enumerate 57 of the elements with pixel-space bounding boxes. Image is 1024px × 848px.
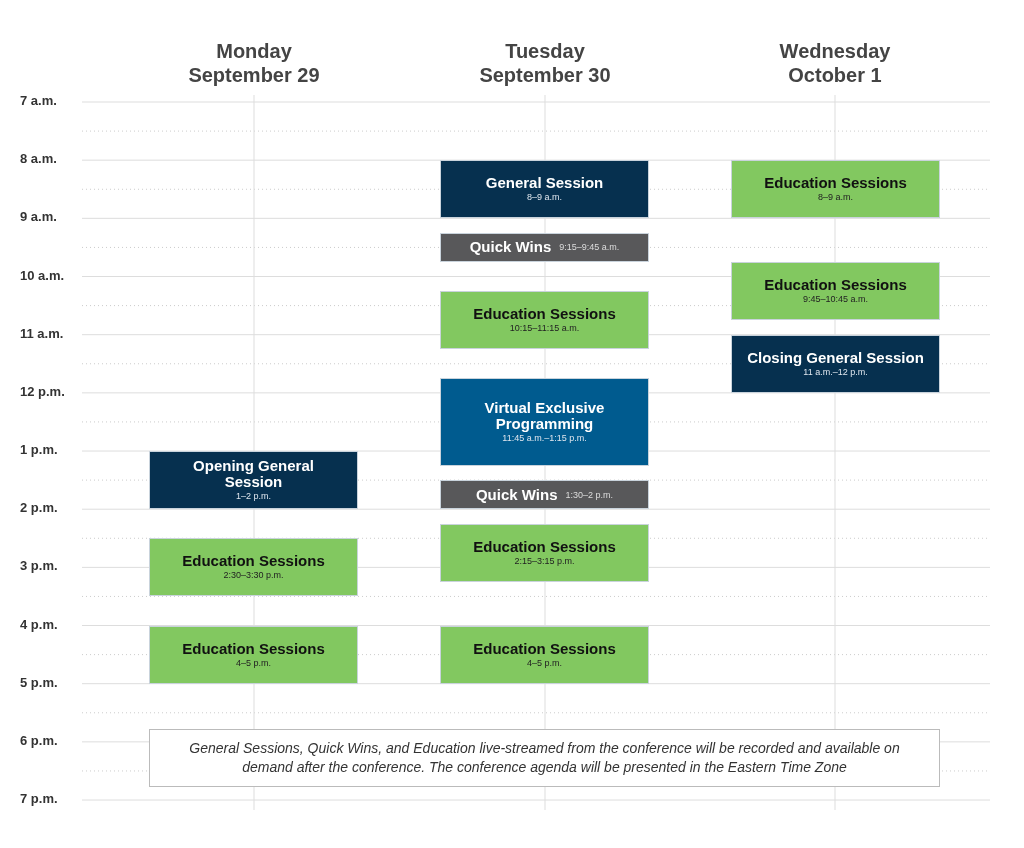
time-label: 7 p.m. xyxy=(20,791,59,808)
session-title: Closing General Session xyxy=(747,349,924,366)
session-title: Education Sessions xyxy=(182,553,325,570)
session-time: 9:15–9:45 a.m. xyxy=(559,241,620,254)
time-label: 5 p.m. xyxy=(20,674,59,691)
time-label: 9 a.m. xyxy=(20,209,58,226)
session-block xyxy=(440,291,649,350)
time-label: 6 p.m. xyxy=(20,732,59,749)
session-time: 1–2 p.m. xyxy=(236,490,271,503)
session-title: Education Sessions xyxy=(473,640,616,657)
session-block xyxy=(731,261,940,321)
session-block xyxy=(440,523,649,582)
footnote-box xyxy=(149,729,940,787)
session-block xyxy=(731,160,940,219)
session-time: 1:30–2 p.m. xyxy=(565,488,614,501)
session-title: General Session xyxy=(485,175,604,192)
day-heading: Monday September 29 xyxy=(187,39,321,87)
session-block xyxy=(149,625,358,684)
session-time: 10:15–11:15 a.m. xyxy=(509,322,580,335)
session-title: Quick Wins xyxy=(469,239,552,256)
time-label: 7 a.m. xyxy=(20,93,58,109)
session-title: Education Sessions xyxy=(473,538,616,555)
session-title: Education Sessions xyxy=(182,640,325,657)
time-label: 4 p.m. xyxy=(20,616,59,633)
session-time: 11 a.m.–12 p.m. xyxy=(803,365,868,378)
session-block xyxy=(440,480,649,510)
time-label: 11 a.m. xyxy=(20,325,65,342)
session-block xyxy=(149,538,358,597)
session-block xyxy=(440,232,649,262)
session-block xyxy=(149,451,358,510)
time-label: 12 p.m. xyxy=(20,383,66,400)
session-title: Virtual Exclusive Programming xyxy=(483,399,606,432)
session-title: Opening General Session xyxy=(192,458,315,491)
session-title: Quick Wins xyxy=(475,486,558,503)
day-heading: Wednesday October 1 xyxy=(778,39,892,87)
session-block xyxy=(731,334,940,393)
session-time: 11:45 a.m.–1:15 p.m. xyxy=(502,432,587,444)
session-time: 8–9 a.m. xyxy=(527,191,562,204)
session-time: 4–5 p.m. xyxy=(236,656,271,669)
session-time: 8–9 a.m. xyxy=(818,191,853,204)
session-block xyxy=(440,378,649,466)
footnote-text: General Sessions, Quick Wins, and Education live-streamed from the conference will be recorded and available on demand after the conference. The conference agenda will be presented in the Eastern Time Zone xyxy=(188,739,901,777)
session-block xyxy=(440,160,649,219)
session-title: Education Sessions xyxy=(764,175,907,192)
time-label: 1 p.m. xyxy=(20,442,59,458)
session-time: 9:45–10:45 a.m. xyxy=(802,293,869,306)
session-title: Education Sessions xyxy=(473,306,616,323)
time-label: 10 a.m. xyxy=(20,267,66,284)
day-heading: Tuesday September 30 xyxy=(478,39,612,87)
time-label: 3 p.m. xyxy=(20,558,59,575)
session-title: Education Sessions xyxy=(764,277,907,294)
session-time: 4–5 p.m. xyxy=(527,656,562,669)
session-time: 2:30–3:30 p.m. xyxy=(223,569,284,582)
session-time: 2:15–3:15 p.m. xyxy=(514,554,575,567)
time-label: 2 p.m. xyxy=(20,500,59,517)
time-label: 8 a.m. xyxy=(20,151,58,168)
session-block xyxy=(440,625,649,684)
